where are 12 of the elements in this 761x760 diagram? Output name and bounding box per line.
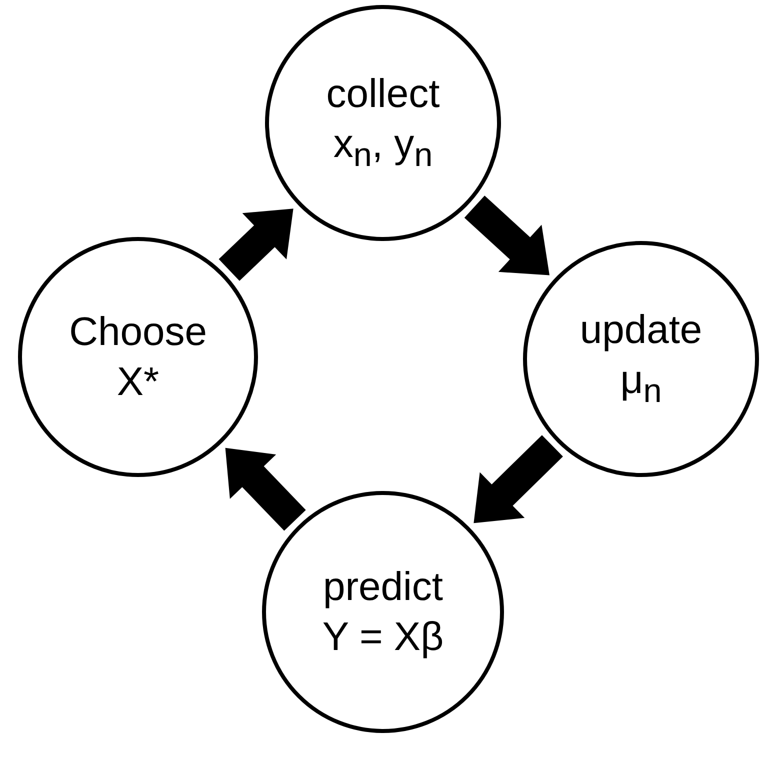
node-title: update xyxy=(580,307,702,354)
node-title: Choose xyxy=(69,309,207,356)
node-formula: x$_{n}$, y$_{n}$ xyxy=(333,121,433,176)
node-formula: μ$_{n}$ xyxy=(620,357,662,412)
arrow xyxy=(225,448,306,531)
node-formula: X* xyxy=(116,359,160,406)
arrow xyxy=(218,208,294,281)
arrow xyxy=(474,435,563,524)
arrow xyxy=(464,196,550,276)
node-title: predict xyxy=(322,564,444,611)
node-title: collect xyxy=(326,71,440,118)
node-formula: Y = Xβ xyxy=(322,614,444,661)
